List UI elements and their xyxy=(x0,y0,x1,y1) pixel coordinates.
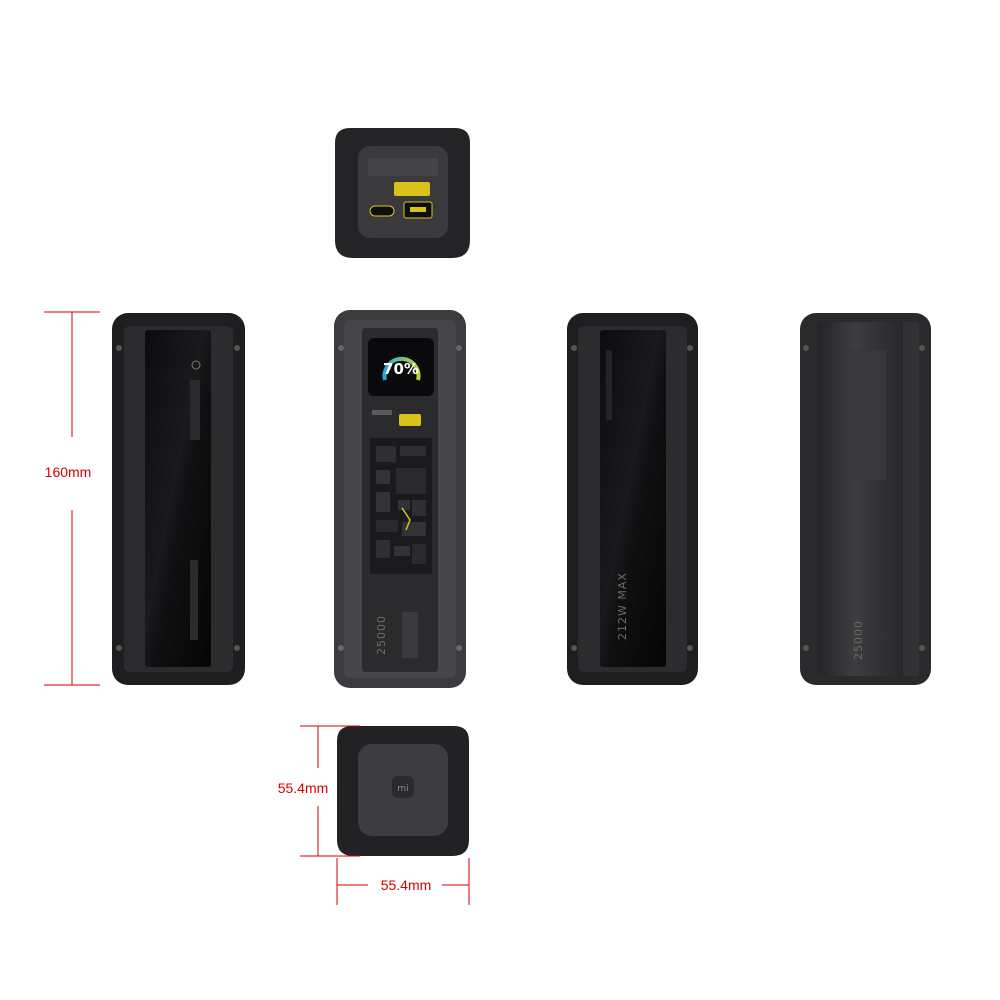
front-label-yellow xyxy=(399,414,421,426)
width-dimension xyxy=(336,858,470,905)
right-side-view: 212W MAX xyxy=(567,313,698,685)
back-capacity-label: 25000 xyxy=(852,620,865,660)
usb-c-port xyxy=(369,205,395,217)
right-side-glass-panel xyxy=(600,330,666,667)
back-view: 25000 xyxy=(800,313,931,685)
front-view: 70% 25000 xyxy=(334,310,466,688)
bottom-view: mi xyxy=(337,726,469,856)
left-side-glass-panel xyxy=(145,330,211,667)
depth-dimension xyxy=(300,725,360,857)
height-dimension xyxy=(44,311,100,686)
mi-logo: mi xyxy=(397,784,408,794)
circuit-board xyxy=(370,438,432,574)
top-view-label-yellow xyxy=(394,182,430,196)
front-capacity-label: 25000 xyxy=(375,615,388,655)
power-label: 212W MAX xyxy=(616,572,629,640)
width-label: 55.4mm xyxy=(381,877,432,893)
display-screen xyxy=(368,338,434,396)
battery-ring xyxy=(382,356,421,381)
top-view xyxy=(335,128,470,258)
depth-label: 55.4mm xyxy=(278,780,329,796)
left-side-view xyxy=(112,313,245,685)
battery-percent: 70% xyxy=(383,360,419,378)
height-label: 160mm xyxy=(45,464,92,480)
